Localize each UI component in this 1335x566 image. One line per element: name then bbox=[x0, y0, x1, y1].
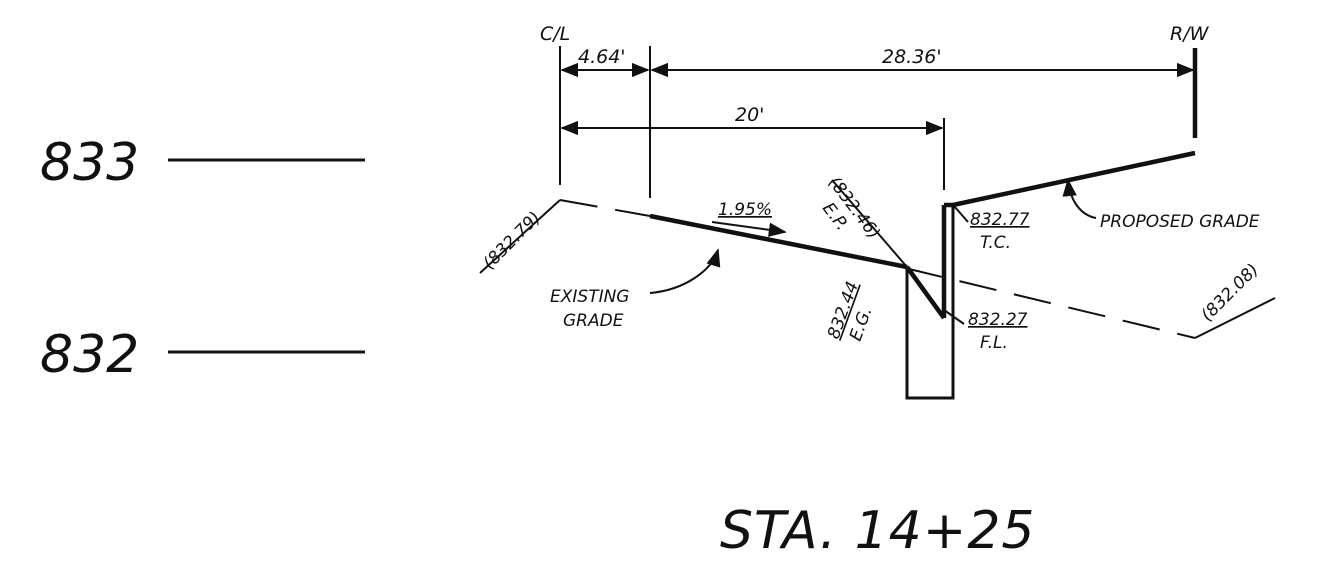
dimension-28-36-label: 28.36' bbox=[882, 46, 942, 68]
existing-grade-label-line2: GRADE bbox=[563, 311, 624, 331]
station-label: STA. 14+25 bbox=[720, 501, 1036, 561]
gutter-line bbox=[905, 265, 946, 320]
existing-grade-right-dashed bbox=[904, 267, 1196, 339]
flow-line-elevation-label: 832.27 bbox=[968, 310, 1028, 330]
centerline-label: C/L bbox=[540, 23, 570, 45]
centerline-elevation-leader bbox=[479, 199, 561, 274]
dimension-4-64-label: 4.64' bbox=[578, 46, 626, 68]
existing-grade-left-dashed bbox=[559, 199, 651, 217]
elevation-833-label: 833 bbox=[40, 133, 139, 193]
flow-line-label: F.L. bbox=[980, 333, 1008, 353]
top-curb-leader bbox=[953, 205, 969, 223]
slope-arrow bbox=[711, 221, 787, 237]
curb-section bbox=[905, 205, 955, 400]
dimension-20-label: 20' bbox=[735, 104, 764, 126]
existing-grade-label-line1: EXISTING bbox=[550, 287, 629, 307]
edge-pavement-leader bbox=[831, 179, 908, 268]
slope-label: 1.95% bbox=[718, 200, 772, 220]
elevation-832-label: 832 bbox=[40, 325, 139, 385]
right-of-way-label: R/W bbox=[1170, 23, 1210, 45]
pavement-grade-line bbox=[649, 213, 908, 270]
proposed-grade-label: PROPOSED GRADE bbox=[1100, 212, 1260, 232]
existing-grade-end-leader bbox=[1194, 297, 1276, 339]
proposed-grade-line bbox=[952, 150, 1196, 208]
top-curb-label: T.C. bbox=[980, 233, 1011, 253]
centerline-elevation-label: (832.79) bbox=[479, 208, 545, 274]
right-of-way-elevation-label: (832.08) bbox=[1197, 260, 1263, 326]
proposed-grade-curved-arrow bbox=[1062, 178, 1097, 219]
flow-line-leader bbox=[943, 309, 965, 325]
top-curb-elevation-label: 832.77 bbox=[970, 210, 1030, 230]
existing-grade-curved-arrow bbox=[649, 248, 721, 294]
